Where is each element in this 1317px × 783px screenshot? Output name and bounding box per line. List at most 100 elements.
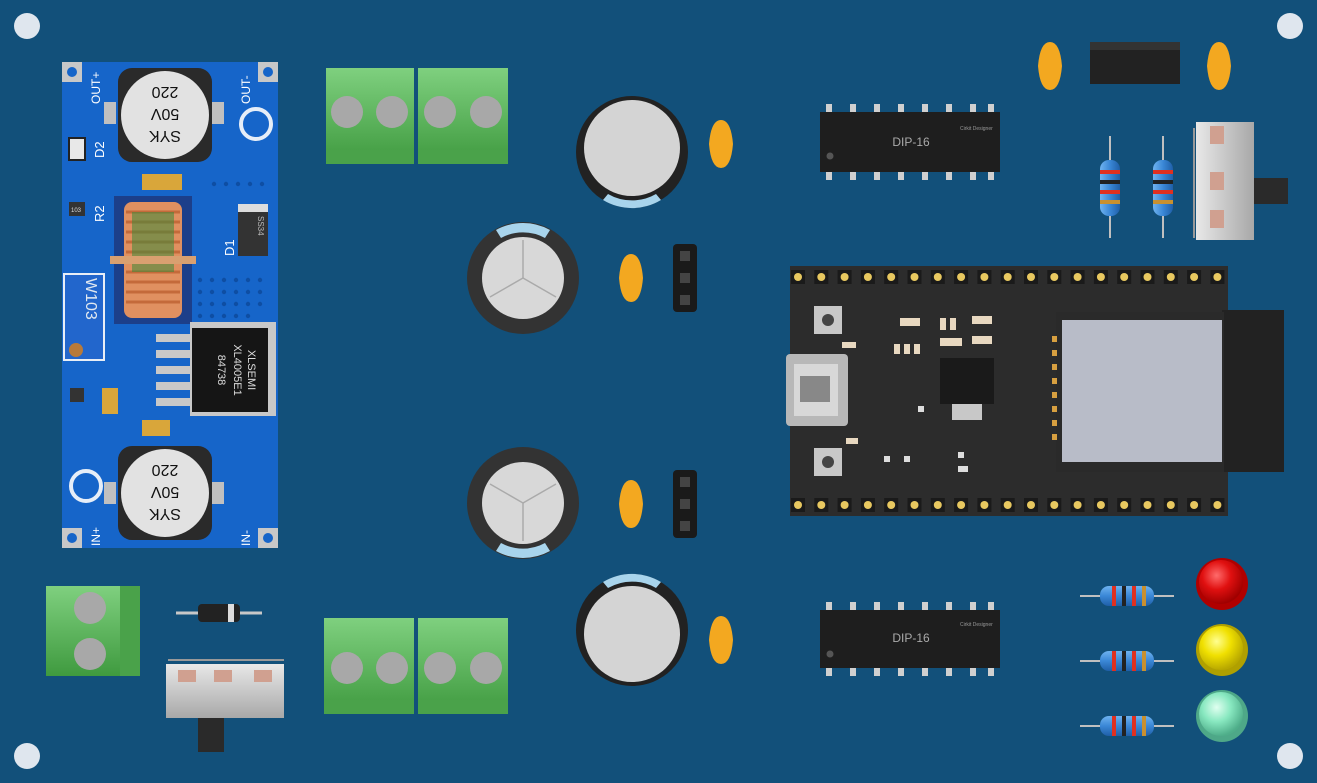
header-pin-pad [887,273,896,281]
header-pin-pad [1190,501,1199,509]
terminal-block-power-input[interactable] [46,586,140,676]
header-pin-pad [1166,501,1175,509]
inductor [110,196,196,324]
header-pin-pad [840,273,849,281]
slide-switch-bottom-left[interactable] [166,659,284,752]
header-pin-pad [1213,273,1222,281]
label-in-plus: IN+ [89,527,103,546]
header-pin-pad [1050,501,1059,509]
electrolytic-capacitor-top: SYK 50V 220 [104,68,224,162]
ceramic-capacitor [709,120,733,168]
dip-brand: Cirkit Designer [960,126,993,132]
smd-chip-top-right [1090,42,1180,84]
header-pin-pad [817,273,826,281]
schottky-diode-d1: SS34 [238,204,268,256]
hole-ring-icon [69,469,103,503]
cap-label-voltage: 50V [150,105,179,122]
header-pin-pad [957,501,966,509]
label-r2: R2 [92,205,107,222]
pin-header-lower[interactable] [673,470,697,538]
ceramic-capacitor [1038,42,1062,90]
header-pin-pad [1073,501,1082,509]
terminal-block-bottom-left[interactable] [324,618,414,714]
pot-label: W103 [82,278,99,320]
header-pin-pad [840,501,849,509]
buck-converter-module: OUT+ OUT- IN+ IN- D2 R2 D1 SYK 50V 220 1… [62,62,278,548]
trimmer-potentiometer[interactable]: W103 [63,273,105,361]
header-pin-pad [980,273,989,281]
header-pin-pad [794,501,802,509]
header-pins-top [791,270,1225,284]
wifi-module-shield [1062,320,1222,462]
ic-label-1: XLSEMI [245,350,257,390]
resistor-vertical-2 [1153,136,1173,238]
dip-label: DIP-16 [892,631,930,645]
terminal-block-top-right[interactable] [418,68,508,164]
label-d1: D1 [222,239,237,256]
slide-switch-top-right[interactable] [1193,122,1288,240]
capacitor-large-top [576,96,688,209]
header-pin-pad [933,273,942,281]
label-d2: D2 [92,141,107,158]
ceramic-capacitor [709,616,733,664]
d1-code: SS34 [256,216,265,236]
header-pin-pad [794,273,802,281]
cap-label-value: 220 [152,461,179,478]
switch-handle[interactable] [198,718,224,752]
header-pin-pad [1143,273,1152,281]
electrolytic-capacitor-bottom: SYK 50V 220 [104,446,224,540]
ceramic-capacitor [619,254,643,302]
cap-label-brand: SYK [149,505,181,522]
pin-header-upper[interactable] [673,244,697,312]
header-pin-pad [1027,273,1035,281]
led-yellow [1196,624,1248,676]
mounting-holes [14,13,1303,769]
cap-label-voltage: 50V [150,483,179,500]
hole-ring-icon [239,107,273,141]
ic-label-2: XL4005E1 [231,344,243,395]
capacitor-radial-lower [467,447,579,559]
ceramic-capacitors [619,42,1231,664]
smd-capacitor [102,388,118,414]
capacitor-radial-upper [467,222,579,334]
smd-resistor-r2 [69,202,85,216]
smd-r2-code: 103 [71,208,82,214]
switch-handle[interactable] [1254,178,1288,204]
header-pin-pad [933,501,942,509]
regulator-ic: XLSEMI XL4005E1 84738 [156,322,276,416]
smd-resistor [70,388,84,402]
header-pin-pad [980,501,989,509]
smd-capacitor [142,420,170,436]
resistor-led-2 [1080,651,1174,671]
header-pin-pad [910,501,919,509]
label-out-plus: OUT+ [89,72,103,104]
cap-label-brand: SYK [149,127,181,144]
smd-diode-d2 [68,137,86,161]
ceramic-capacitor [1207,42,1231,90]
header-pin-pad [1166,273,1175,281]
resistor-led-3 [1080,716,1174,736]
dip-label: DIP-16 [892,135,930,149]
via-grid [197,181,265,319]
ic-label-3: 84738 [215,355,227,386]
diode-axial [176,604,262,622]
header-pin-pad [1073,273,1082,281]
header-pin-pad [1143,501,1152,509]
led-mint [1196,690,1248,742]
label-out-minus: OUT- [239,75,253,104]
terminal-block-top-left[interactable] [326,68,414,164]
header-pin-pad [817,501,826,509]
smd-capacitor [142,174,182,190]
terminal-block-bottom-right[interactable] [418,618,508,714]
header-pin-pad [1213,501,1222,509]
led-red [1196,558,1248,610]
dip16-chip-top: DIP-16 Cirkit Designer [820,104,1000,180]
header-pin-pad [1120,273,1129,281]
header-pin-pad [910,273,919,281]
dip16-chip-bottom: DIP-16 Cirkit Designer [820,602,1000,676]
dip-brand: Cirkit Designer [960,622,993,628]
resistor-vertical-1 [1100,136,1120,238]
header-pin-pad [1027,501,1035,509]
header-pins-bottom [791,498,1225,512]
